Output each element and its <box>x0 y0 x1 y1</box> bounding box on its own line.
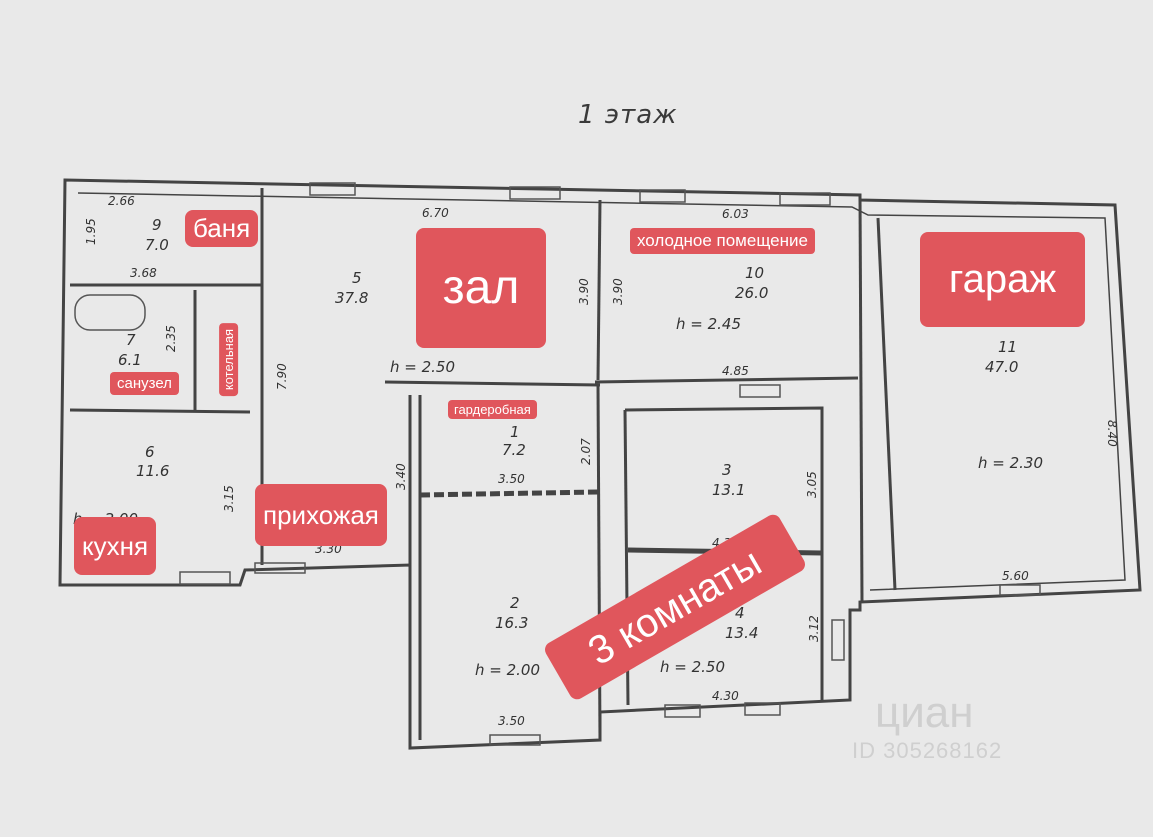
room-area: 13.1 <box>712 481 745 499</box>
dim-text: 3.90 <box>611 278 625 305</box>
dim-text: 2.66 <box>108 194 135 208</box>
room-number: 9 <box>152 216 162 234</box>
label-banya: баня <box>185 210 259 247</box>
room-number: 7 <box>126 331 136 349</box>
room-area: 26.0 <box>735 284 768 302</box>
room-number: 3 <box>722 461 732 479</box>
label-cold-room: холодное помещение <box>630 228 815 254</box>
label-boiler: котельная <box>219 322 239 397</box>
room-number: 10 <box>745 264 764 282</box>
label-hallway: прихожая <box>255 484 387 546</box>
dim-text: 7.90 <box>275 363 289 390</box>
dim-text: 6.03 <box>722 207 749 221</box>
dim-text: 6.70 <box>422 206 449 220</box>
room-height: h = 2.45 <box>676 315 741 333</box>
dim-text: 3.68 <box>130 266 157 280</box>
dim-text: 3.90 <box>577 278 591 305</box>
dim-text: 3.50 <box>498 714 525 728</box>
label-sanuzel: санузел <box>110 372 179 395</box>
label-garage: гараж <box>920 232 1085 327</box>
dim-text: 3.12 <box>807 615 821 642</box>
dim-text: 3.15 <box>222 485 236 512</box>
room-height: h = 2.50 <box>390 358 455 376</box>
room-number: 5 <box>352 269 362 287</box>
dim-text: 8.40 <box>1105 420 1119 447</box>
room-area: 6.1 <box>118 351 142 369</box>
room-height: h = 2.30 <box>978 454 1043 472</box>
room-area: 13.4 <box>725 624 758 642</box>
room-number: 11 <box>998 338 1017 356</box>
room-area: 7.2 <box>502 441 526 459</box>
label-wardrobe: гардеробная <box>448 400 537 419</box>
room-area: 37.8 <box>335 289 368 307</box>
room-area: 7.0 <box>145 236 169 254</box>
watermark-brand: циан <box>875 688 974 737</box>
dim-text: 3.40 <box>394 463 408 490</box>
dim-text: 2.35 <box>164 325 178 352</box>
room-number: 6 <box>145 443 155 461</box>
watermark-id: ID 305268162 <box>852 738 1003 763</box>
label-zal: зал <box>416 228 546 348</box>
dim-text: 3.05 <box>805 471 819 498</box>
inner-wall-line <box>77 192 1126 591</box>
dim-text: 4.85 <box>722 364 749 378</box>
dim-text: 1.95 <box>84 218 98 245</box>
room-height: h = 2.50 <box>660 658 725 676</box>
room-area: 11.6 <box>136 462 169 480</box>
room-height: h = 2.00 <box>475 661 540 679</box>
room-number: 1 <box>510 423 520 441</box>
room-area: 47.0 <box>985 358 1018 376</box>
dim-text: 2.07 <box>579 438 593 465</box>
label-kitchen: кухня <box>74 517 157 575</box>
dim-text: 4.30 <box>712 689 739 703</box>
floor-title: 1 этаж <box>578 100 678 130</box>
room-number: 2 <box>510 594 520 612</box>
room-number: 4 <box>735 604 745 622</box>
dim-text: 5.60 <box>1002 569 1029 583</box>
room-area: 16.3 <box>495 614 528 632</box>
dim-text: 3.50 <box>498 472 525 486</box>
